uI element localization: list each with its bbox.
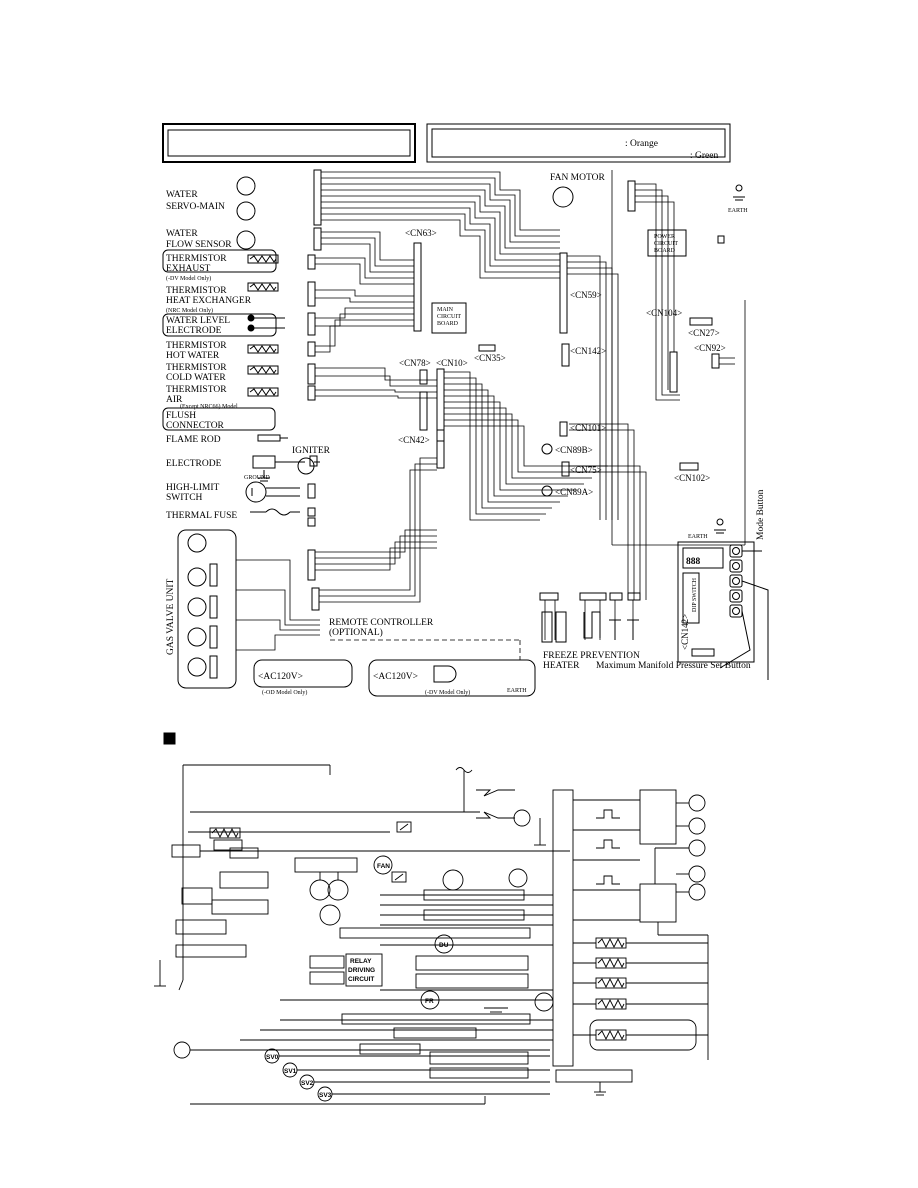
- label-ground: GROUND: [244, 475, 270, 481]
- label-water-level: WATER LEVEL: [166, 316, 230, 326]
- label-mode-button: Mode Button: [756, 489, 766, 540]
- label-earth-3: EARTH: [507, 688, 527, 694]
- fr-label: FR: [425, 998, 434, 1005]
- connector-cn59: <CN59>: [570, 290, 602, 300]
- connector-cn89b: <CN89B>: [555, 445, 593, 455]
- label-connector: CONNECTOR: [166, 421, 225, 431]
- connector-blocks: [307, 169, 720, 657]
- label-gas-valve-unit: GAS VALVE UNIT: [166, 578, 176, 655]
- label-hot-water: HOT WATER: [166, 351, 220, 361]
- label-dip-switch: DIP SWITCH: [692, 577, 698, 612]
- label-flush: FLUSH: [166, 411, 196, 421]
- section-marker: [163, 732, 176, 745]
- sv3-label: SV3: [319, 1092, 332, 1099]
- thermistor-icon: [247, 282, 279, 292]
- label-ac120v-2: <AC120V>: [373, 672, 418, 682]
- label-remote-controller: REMOTE CONTROLLER: [329, 618, 434, 628]
- connector-cn35: <CN35>: [474, 353, 506, 363]
- connector-cn78: <CN78>: [399, 358, 431, 368]
- connector-cn42: <CN42>: [398, 435, 430, 445]
- connector-cn142-b: <CN142>: [680, 614, 690, 650]
- label-optional: (OPTIONAL): [329, 627, 383, 638]
- connector-cn10: <CN10>: [436, 358, 468, 368]
- label-board-p: BOARD: [654, 248, 676, 254]
- thermistor-icon: [247, 365, 279, 375]
- label-circuit-p: CIRCUIT: [654, 241, 678, 247]
- connector-cn142-a: <CN142>: [570, 346, 606, 356]
- connector-cn27: <CN27>: [688, 328, 720, 338]
- label-thermistor-air: THERMISTOR: [166, 385, 227, 395]
- thermistor-icon: [247, 387, 279, 397]
- relay-label: RELAY: [350, 958, 372, 965]
- label-water-sm: WATER: [166, 190, 198, 200]
- wire-bundle: [236, 170, 746, 660]
- label-thermal-fuse: THERMAL FUSE: [166, 511, 237, 521]
- label-water-fs: WATER: [166, 229, 198, 239]
- label-except-nrc66: (Except NRC66) Model: [180, 403, 238, 410]
- title-box: [162, 123, 416, 163]
- fan-label: FAN: [377, 863, 390, 870]
- label-thermistor-hx: THERMISTOR: [166, 286, 227, 296]
- connector-cn104: <CN104>: [646, 308, 682, 318]
- label-air: AIR: [166, 395, 183, 405]
- sm-motor-icon: [236, 176, 256, 196]
- display-panel: [677, 541, 755, 663]
- label-freeze-prevention: FREEZE PREVENTION: [543, 651, 640, 661]
- label-servo-main: SERVO-MAIN: [166, 202, 225, 212]
- label-thermistor-hw: THERMISTOR: [166, 341, 227, 351]
- label-thermistor-cw: THERMISTOR: [166, 363, 227, 373]
- thermistor-icon: [247, 254, 279, 264]
- label-circuit-m: CIRCUIT: [437, 314, 461, 320]
- label-earth-2: EARTH: [688, 534, 708, 540]
- label-flame-rod: FLAME ROD: [166, 435, 221, 445]
- label-electrode: ELECTRODE: [166, 459, 222, 469]
- qs-sensor-icon: [236, 230, 256, 250]
- label-exhaust: EXHAUST: [166, 264, 211, 274]
- label-nrc-only: (NRC Model Only): [166, 307, 213, 314]
- ls-icon: [236, 201, 256, 221]
- connector-cn75: <CN75>: [570, 465, 602, 475]
- label-cold-water: COLD WATER: [166, 373, 226, 383]
- thermistor-icon: [247, 344, 279, 354]
- connector-cn101: <CN101>: [570, 423, 606, 433]
- label-heater: HEATER: [543, 661, 580, 671]
- legend-box: [426, 123, 731, 163]
- sv2-label: SV2: [301, 1080, 314, 1087]
- display-digits: 888: [686, 557, 701, 567]
- driving-label: DRIVING: [348, 967, 375, 974]
- label-switch: SWITCH: [166, 493, 203, 503]
- label-heat-exchanger: HEAT EXCHANGER: [166, 296, 252, 306]
- label-high-limit: HIGH-LIMIT: [166, 483, 219, 493]
- label-dv-only-2: (-DV Model Only): [425, 689, 470, 696]
- label-power: POWER: [654, 234, 675, 240]
- connector-cn102: <CN102>: [674, 473, 710, 483]
- sv1-label: SV1: [284, 1068, 297, 1075]
- label-earth-1: EARTH: [728, 208, 748, 214]
- label-board-m: BOARD: [437, 321, 459, 327]
- label-ac120v-1: <AC120V>: [258, 672, 303, 682]
- connector-cn63: <CN63>: [405, 228, 437, 238]
- label-thermistor-exhaust: THERMISTOR: [166, 254, 227, 264]
- gas-valve-unit: [177, 529, 237, 689]
- label-electrode-wl: ELECTRODE: [166, 326, 222, 336]
- label-flow-sensor: FLOW SENSOR: [166, 240, 232, 250]
- sv0-label: SV0: [266, 1054, 279, 1061]
- label-igniter: IGNITER: [292, 446, 331, 456]
- label-fan-motor: FAN MOTOR: [550, 173, 605, 183]
- legend-green: : Green: [690, 151, 718, 161]
- du-label: DU: [439, 942, 449, 949]
- label-main: MAIN: [437, 307, 454, 313]
- label-od-only: (-OD Model Only): [262, 689, 307, 696]
- legend-orange: : Orange: [625, 139, 658, 149]
- connector-cn89a: <CN89A>: [555, 487, 593, 497]
- label-max-manifold: Maximum Manifold Pressure Set Button: [596, 660, 751, 671]
- connector-cn92: <CN92>: [694, 343, 726, 353]
- circuit-label: CIRCUIT: [348, 976, 374, 983]
- label-dv-only: (-DV Model Only): [166, 275, 211, 282]
